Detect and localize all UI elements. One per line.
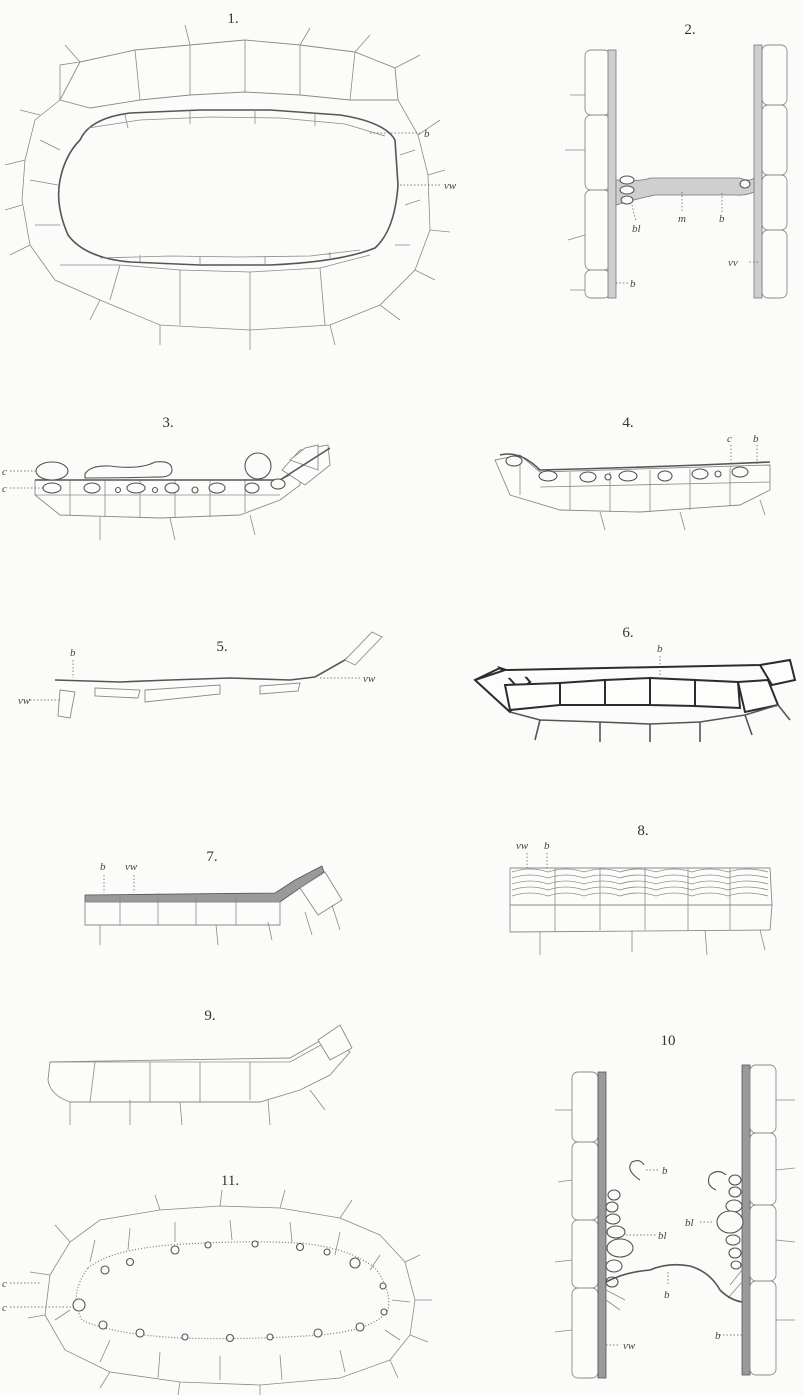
figure-7: 7. b vw (85, 849, 342, 945)
figure-3-label-c-upper: c (2, 466, 7, 478)
figure-10-label-bl-left: bl (658, 1230, 667, 1242)
figure-4-label-b: b (753, 433, 759, 445)
figure-1-label-b: b (424, 128, 430, 140)
figure-1-number: 1. (227, 11, 238, 27)
figure-10-right-column (742, 1065, 795, 1375)
figure-2-number: 2. (684, 22, 695, 38)
figure-8-number: 8. (637, 823, 648, 839)
figure-4: 4. c b (495, 415, 770, 530)
figure-2-label-vv: vv (728, 257, 738, 269)
figure-6-label-b: b (657, 643, 663, 655)
figure-7-label-b: b (100, 861, 106, 873)
figure-5: 5. b vw vw (18, 632, 382, 718)
figure-5-membrane (55, 638, 370, 682)
figure-11-number: 11. (221, 1173, 239, 1189)
figure-2-label-bl: bl (632, 223, 641, 235)
figure-10: 10 (555, 1033, 795, 1378)
figure-10-label-vw: vw (623, 1340, 636, 1352)
figure-10-label-b-membrane: b (664, 1289, 670, 1301)
figure-2-label-b-lower: b (630, 278, 636, 290)
figure-11-label-c-upper: c (2, 1278, 7, 1290)
figure-10-label-b-right: b (715, 1330, 721, 1342)
figure-5-label-vw-right: vw (363, 673, 376, 685)
figure-7-number: 7. (206, 849, 217, 865)
figure-10-label-bl-right: bl (685, 1217, 694, 1229)
figure-8: 8. vw b (510, 823, 772, 955)
figure-3-number: 3. (162, 415, 173, 431)
figure-5-label-vw-left: vw (18, 695, 31, 707)
figure-4-number: 4. (622, 415, 633, 431)
figure-6: 6. b (475, 625, 795, 742)
figure-1: 1. b vw (5, 11, 457, 350)
figure-2-right-column (754, 45, 787, 298)
figure-11-beaded-wall (76, 1242, 389, 1339)
figure-2-bridge-membrane (616, 178, 754, 205)
figure-9-number: 9. (204, 1008, 215, 1024)
figure-1-lumen-wall (59, 110, 398, 265)
figure-5-label-b: b (70, 647, 76, 659)
figure-2-label-b-membrane: b (719, 213, 725, 225)
figure-8-label-vw: vw (516, 840, 529, 852)
figure-10-number: 10 (661, 1033, 676, 1049)
figure-3: 3. c c (2, 415, 330, 540)
figure-2-label-m: m (678, 213, 686, 225)
figure-4-label-c: c (727, 433, 732, 445)
figure-5-number: 5. (216, 639, 227, 655)
figure-10-left-column (555, 1072, 606, 1378)
figure-7-label-vw: vw (125, 861, 138, 873)
figure-6-number: 6. (622, 625, 633, 641)
figure-11-label-c-lower: c (2, 1302, 7, 1314)
figure-10-membrane (606, 1265, 742, 1302)
figure-9: 9. (48, 1008, 352, 1125)
figure-11: 11. c c (2, 1173, 432, 1395)
figure-1-outer-cells (5, 25, 450, 350)
figure-3-label-c-lower: c (2, 483, 7, 495)
figure-1-label-vw: vw (444, 180, 457, 192)
figure-10-label-b-hook: b (662, 1165, 668, 1177)
figure-2: 2. bl m b b vv (565, 22, 787, 298)
figure-2-left-column (565, 50, 616, 298)
figure-8-label-b: b (544, 840, 550, 852)
